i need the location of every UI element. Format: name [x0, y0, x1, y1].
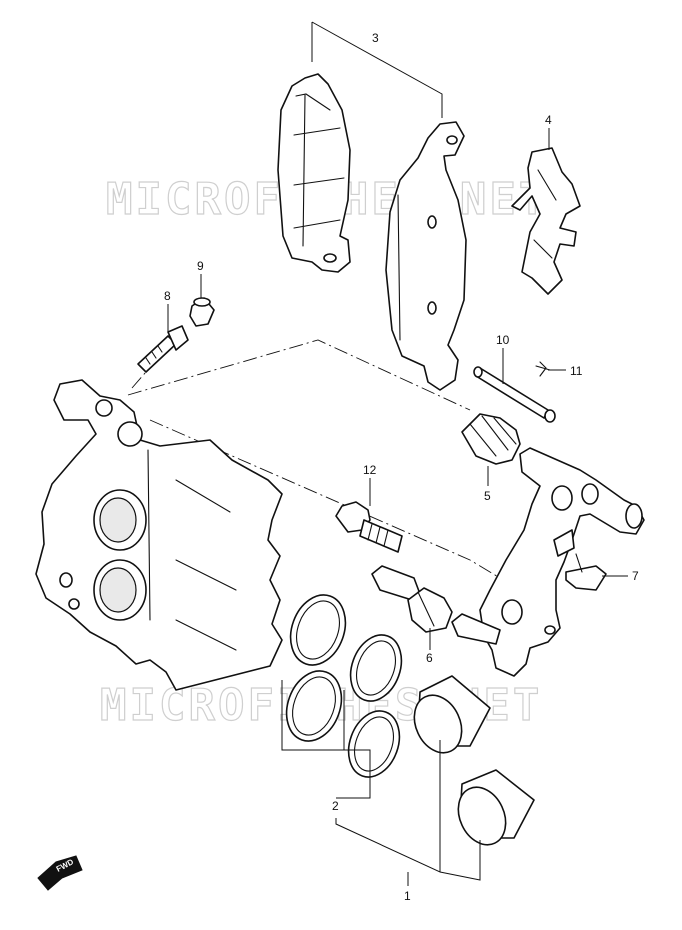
callout-9: 9	[197, 259, 204, 273]
leader-3	[311, 21, 443, 118]
pin-boot	[371, 565, 501, 645]
brake-pad-front	[277, 73, 351, 273]
callout-8: 8	[164, 289, 171, 303]
callout-6: 6	[426, 651, 433, 665]
callout-12: 12	[363, 463, 377, 477]
callout-4: 4	[545, 113, 552, 127]
pad-spring	[511, 147, 581, 295]
pad-pin	[473, 366, 556, 423]
callout-3: 3	[372, 31, 379, 45]
caliper-body	[35, 379, 283, 691]
caliper-bolt	[335, 501, 403, 553]
slide-boot	[461, 413, 521, 465]
bracket-clip	[565, 553, 607, 591]
fwd-arrow-icon: FWD	[37, 855, 83, 891]
callout-11: 11	[570, 364, 583, 378]
brake-pad-rear	[385, 121, 467, 391]
axis-line-upper	[127, 339, 471, 411]
bleeder-cap	[189, 297, 215, 327]
callout-7: 7	[632, 569, 639, 583]
leader-2	[281, 680, 371, 799]
callout-2: 2	[332, 799, 339, 813]
caliper-bracket	[479, 447, 645, 677]
leader-1	[335, 740, 481, 886]
callout-10: 10	[496, 333, 510, 347]
piston-seal-set	[285, 594, 403, 778]
piston-set	[413, 675, 535, 846]
pin-clip	[535, 361, 551, 377]
callout-5: 5	[484, 489, 491, 503]
callout-1: 1	[404, 889, 411, 903]
bleeder-screw	[137, 325, 189, 373]
